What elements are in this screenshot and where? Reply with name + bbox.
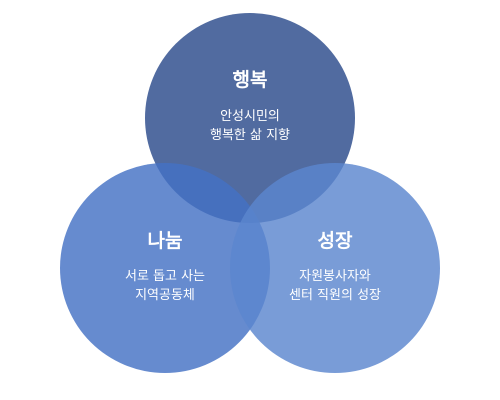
growth-line-2: 센터 직원의 성장 — [289, 288, 381, 303]
circle-growth — [230, 163, 440, 373]
happiness-title: 행복 — [233, 69, 268, 91]
happiness-line-2: 행복한 삶 지향 — [210, 127, 290, 143]
sharing-line-2: 지역공동체 — [135, 288, 195, 303]
sharing-line-1: 서로 돕고 사는 — [125, 269, 205, 284]
growth-line-1: 자원봉사자와 — [299, 269, 371, 284]
sharing-title: 나눔 — [148, 230, 183, 252]
circle-sharing — [60, 163, 270, 373]
happiness-line-1: 안성시민의 — [220, 109, 280, 124]
growth-title: 성장 — [318, 230, 353, 252]
